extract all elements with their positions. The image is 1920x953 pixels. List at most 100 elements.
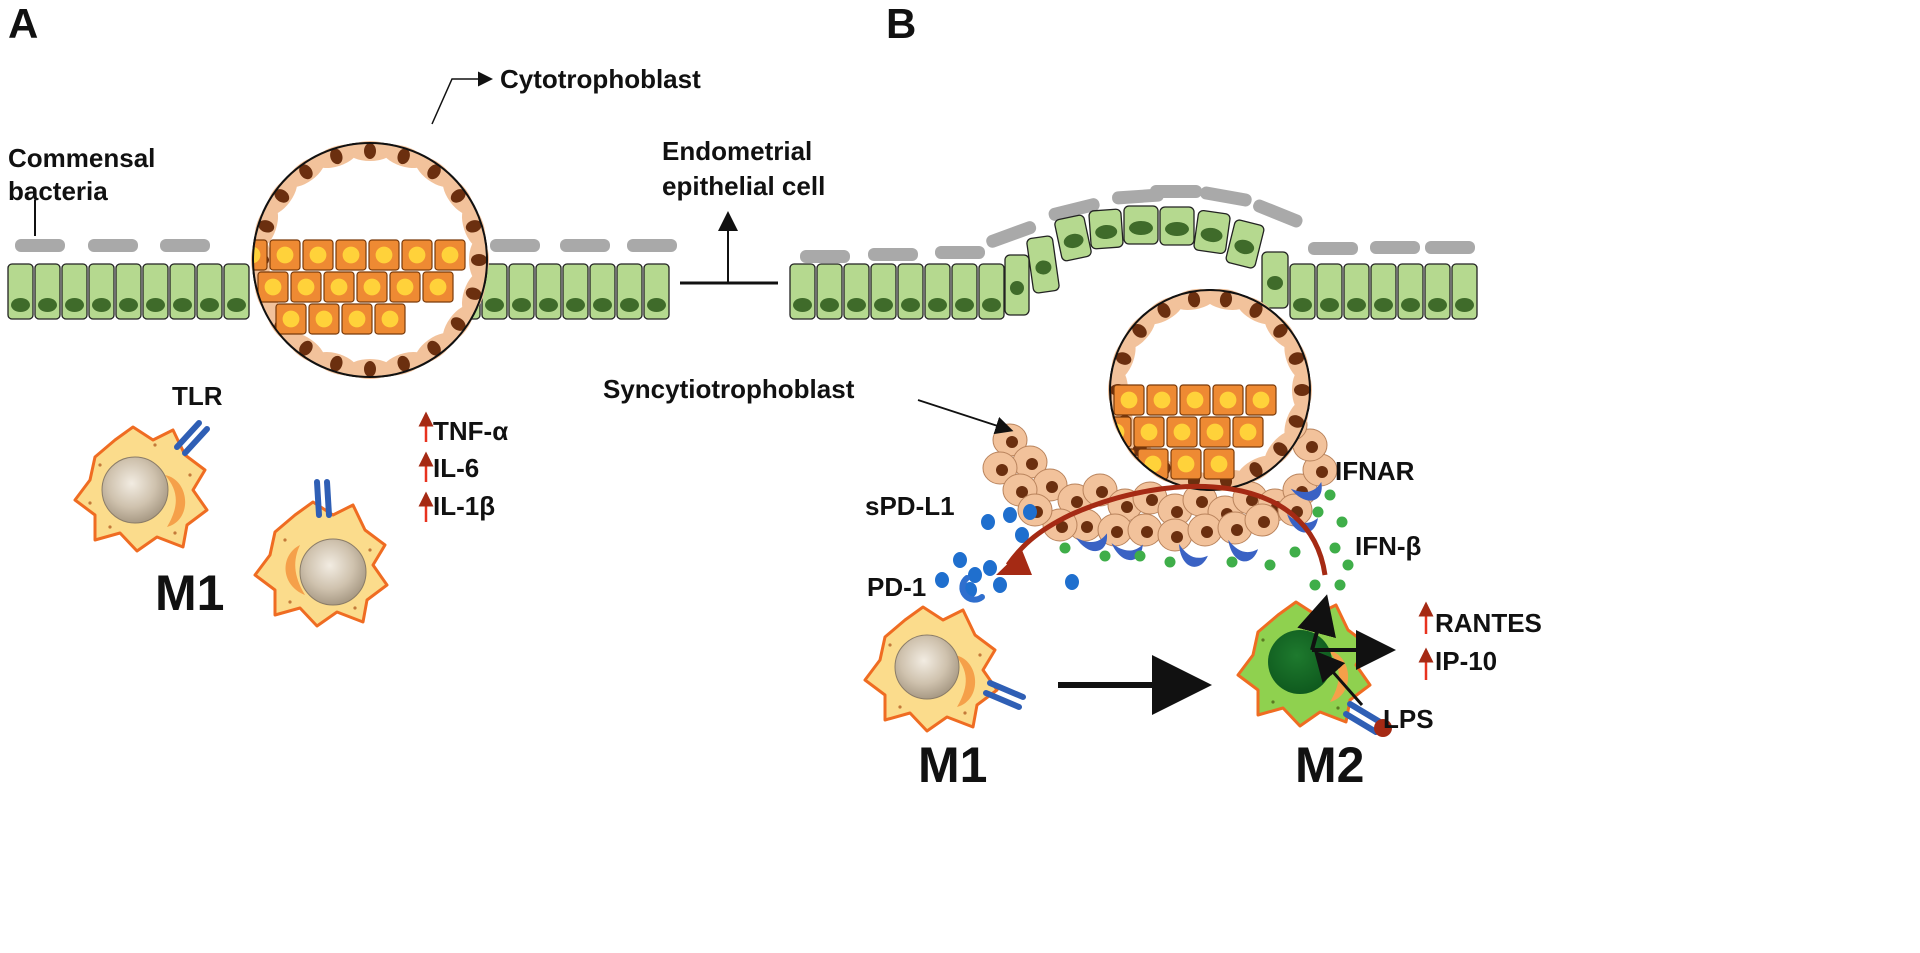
syncytio-nucleus: [1026, 458, 1038, 470]
trophoblast-nucleus: [1219, 291, 1233, 308]
trophoblast-nucleus: [258, 220, 275, 233]
inner-cell-core: [276, 246, 294, 264]
inner-cell-core: [441, 246, 459, 264]
pd1-label: PD-1: [867, 572, 926, 602]
bacterium: [1048, 198, 1100, 221]
syncytio-nucleus: [1171, 531, 1183, 543]
cytokine-item: TNF-α: [418, 411, 508, 446]
epithelial-nucleus: [1401, 298, 1420, 312]
epithelial-cell-raised: [1261, 251, 1289, 309]
m1-label-a: M1: [155, 565, 224, 621]
cytokine-label: TNF-α: [433, 416, 508, 446]
inner-cell-core: [1252, 391, 1270, 409]
bacterium: [1200, 186, 1252, 207]
syncytio-nucleus: [1231, 524, 1243, 536]
spdl1-dot: [1065, 574, 1079, 590]
bacterium: [627, 239, 677, 252]
syncytio-nucleus: [1056, 521, 1068, 533]
ifnb-dot: [1334, 579, 1346, 591]
trophoblast-nucleus: [465, 220, 482, 233]
syncytio-nucleus: [1316, 466, 1328, 478]
epithelial-nucleus: [1035, 260, 1052, 275]
trophoblast-nucleus: [1157, 302, 1171, 318]
bacterium: [935, 246, 985, 259]
epithelial-nucleus: [593, 298, 612, 312]
bacterium: [1370, 241, 1420, 254]
cytokine-label: IL-6: [433, 453, 479, 483]
ifnb-dot: [1059, 542, 1071, 554]
epithelial-cell-raised: [1026, 235, 1060, 294]
epithelial-cell-raised: [1088, 208, 1124, 250]
epithelial-nucleus: [1267, 276, 1283, 290]
syncytiotrophoblast-pointer: [917, 399, 1014, 435]
commensal-bacteria-group: [15, 239, 677, 252]
trophoblast-nucleus: [330, 148, 343, 165]
ifnb-label: IFN-β: [1355, 531, 1421, 561]
ifnar-label: IFNAR: [1335, 456, 1415, 486]
epithelial-nucleus: [928, 298, 947, 312]
bacterium: [868, 248, 918, 261]
trophoblast-nucleus: [364, 143, 376, 159]
trophoblast-nucleus: [1288, 415, 1305, 428]
epithelial-nucleus: [1455, 298, 1474, 312]
inner-cell-core: [1111, 455, 1129, 473]
inner-cell-core: [315, 310, 333, 328]
cytotrophoblast-label: Cytotrophoblast: [500, 64, 701, 94]
ifnb-dot: [1164, 556, 1176, 568]
ifnb-dot: [1336, 516, 1348, 528]
bacterium: [1253, 199, 1303, 228]
syncytio-nucleus: [1006, 436, 1018, 448]
ifnar-receptor-icon: [1290, 481, 1322, 501]
spdl1-dot: [981, 514, 995, 530]
inner-cell-core: [1055, 392, 1072, 409]
epithelial-nucleus: [227, 298, 246, 312]
syncytio-nucleus: [1111, 526, 1123, 538]
epithelial-nucleus: [1347, 298, 1366, 312]
inner-cell-core: [1177, 455, 1195, 473]
inner-cell: [1110, 384, 1112, 416]
epithelial-nucleus: [539, 298, 558, 312]
inner-cell-core: [381, 310, 399, 328]
endometrial-label-line1: Endometrial: [662, 136, 812, 166]
m2-arrow-up: [1297, 594, 1336, 651]
epithelial-nucleus: [1428, 298, 1447, 312]
ifnb-dot: [1099, 550, 1111, 562]
syncytio-nucleus: [1146, 494, 1158, 506]
ifnb-dot: [1226, 556, 1238, 568]
ifnar-receptor-icon: [1178, 543, 1208, 567]
spdl1-dot: [953, 552, 967, 568]
pd1-receptor-icon: [959, 575, 985, 603]
ifnb-dot: [1264, 559, 1276, 571]
bacterium: [15, 239, 65, 252]
ifnb-dot: [1134, 550, 1146, 562]
syncytio-nucleus: [1046, 481, 1058, 493]
inner-cell-core: [408, 246, 426, 264]
feedback-arrow: [1005, 484, 1328, 576]
epithelial-nucleus: [485, 298, 504, 312]
inner-cell-core: [363, 278, 381, 296]
m2-arrow-from-lps: [1314, 650, 1364, 706]
trophoblast-nucleus: [1132, 323, 1147, 338]
inner-cell-core: [1088, 392, 1105, 409]
inner-cell-core: [330, 278, 348, 296]
trophoblast-nucleus: [299, 164, 313, 180]
commensal-bacteria-group-b: [800, 185, 1475, 263]
syncytio-nucleus: [1258, 516, 1270, 528]
epithelial-cell-raised: [1054, 214, 1092, 262]
syncytio-nucleus: [1306, 441, 1318, 453]
trophoblast-nucleus: [1273, 323, 1288, 338]
inner-cell-core: [348, 310, 366, 328]
transition-marker: Endometrial epithelial cell: [662, 136, 825, 285]
inner-cell-core: [1153, 391, 1171, 409]
epithelial-nucleus: [92, 298, 111, 312]
blastocyst-a: [251, 141, 489, 379]
epithelial-cell-raised: [1123, 205, 1159, 245]
endometrial-epithelium-a-left: [7, 263, 250, 320]
bacterium: [560, 239, 610, 252]
trophoblast-nucleus: [397, 355, 410, 372]
epithelial-nucleus: [173, 298, 192, 312]
epithelial-nucleus: [620, 298, 639, 312]
epithelial-nucleus: [1200, 227, 1223, 243]
ifnar-receptor-icon: [1075, 533, 1107, 552]
